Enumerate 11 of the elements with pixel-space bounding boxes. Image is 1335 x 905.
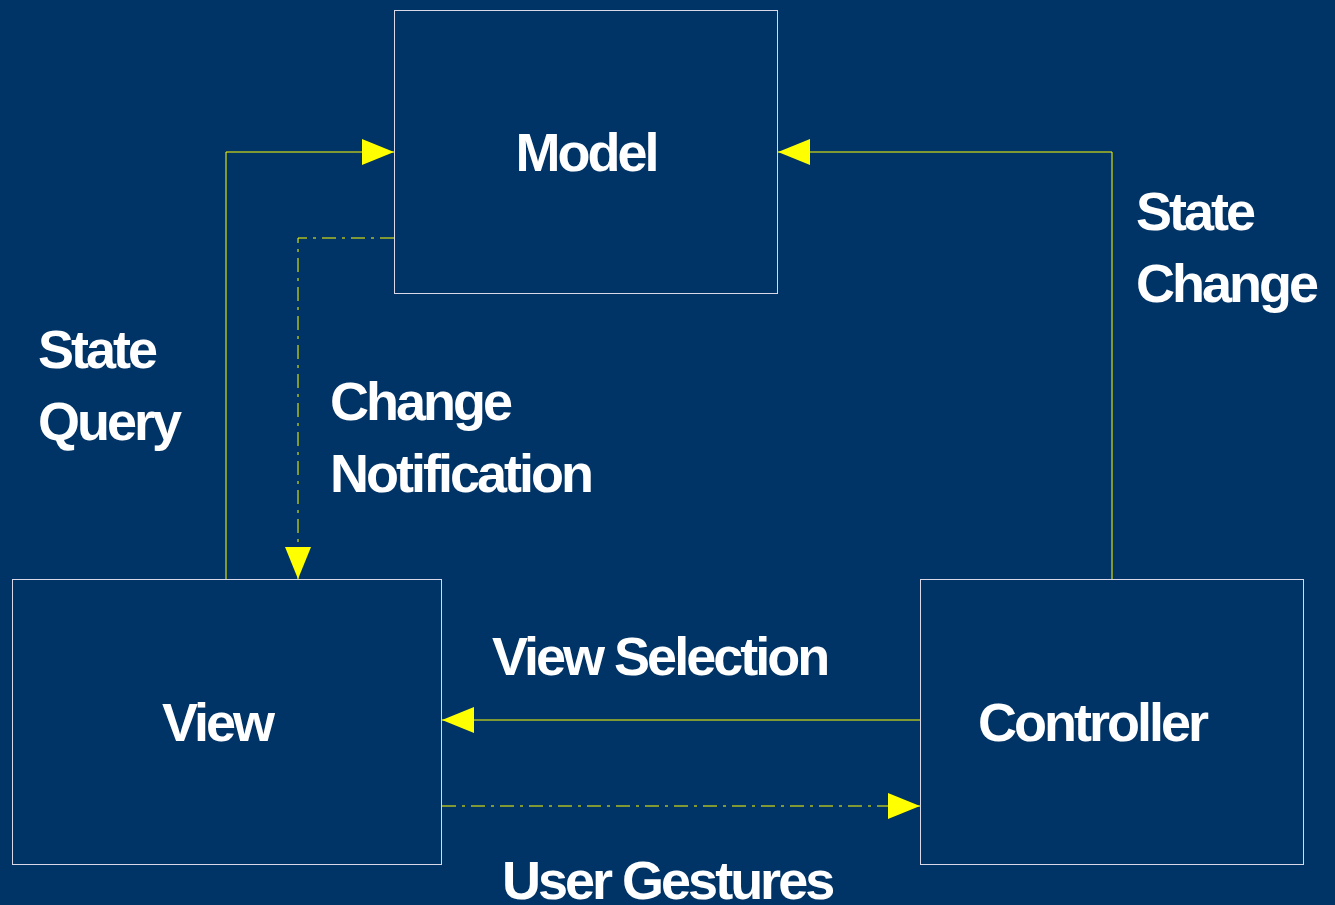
- component-box: [394, 10, 778, 294]
- component-name: Controller: [978, 691, 1206, 753]
- arrow: [225, 139, 395, 580]
- component-box: [12, 579, 442, 865]
- component-name: View: [161, 691, 273, 753]
- arrow: [441, 707, 921, 733]
- arrow: [441, 793, 921, 819]
- arrow: [285, 237, 395, 580]
- component-box: [920, 579, 1304, 865]
- component-name: Model: [515, 121, 657, 183]
- arrow: [777, 139, 1113, 580]
